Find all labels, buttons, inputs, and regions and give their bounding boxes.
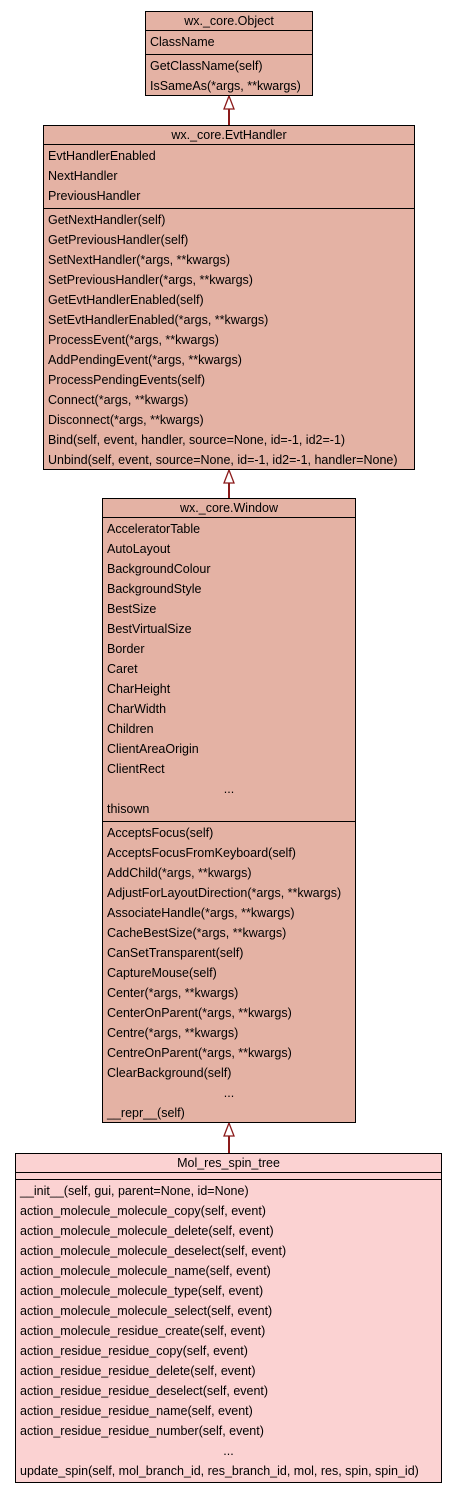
edge-tree-to-window (223, 1121, 235, 1153)
class-method: SetPreviousHandler(*args, **kwargs) (48, 273, 253, 287)
class-attribute: CharWidth (107, 702, 167, 716)
class-method: action_residue_residue_delete(self, even… (20, 1364, 256, 1378)
class-method: action_molecule_molecule_deselect(self, … (20, 1244, 287, 1258)
class-mol-res-spin-tree[interactable]: Mol_res_spin_tree __init__(self, gui, pa… (15, 1153, 442, 1483)
class-method: Connect(*args, **kwargs) (48, 393, 189, 407)
edge-window-to-evthandler (223, 468, 235, 498)
ellipsis: ... (223, 782, 235, 796)
class-attribute: BestVirtualSize (107, 622, 192, 636)
class-attribute: ClientAreaOrigin (107, 742, 199, 756)
class-method: SetEvtHandlerEnabled(*args, **kwargs) (48, 313, 269, 327)
class-method: __repr__(self) (107, 1106, 185, 1120)
class-method: ProcessEvent(*args, **kwargs) (48, 333, 219, 347)
class-title: Mol_res_spin_tree (16, 1154, 441, 1173)
class-attribute: ClassName (150, 35, 215, 49)
ellipsis: ... (223, 1086, 235, 1100)
class-methods: AcceptsFocus(self) AcceptsFocusFromKeyboa… (103, 822, 355, 1125)
class-attribute: NextHandler (48, 169, 118, 183)
class-method: AddPendingEvent(*args, **kwargs) (48, 353, 242, 367)
class-method: AssociateHandle(*args, **kwargs) (107, 906, 295, 920)
class-method: Unbind(self, event, source=None, id=-1, … (48, 453, 398, 467)
class-method: SetNextHandler(*args, **kwargs) (48, 253, 231, 267)
class-attribute: Border (107, 642, 145, 656)
class-methods: GetNextHandler(self) GetPreviousHandler(s… (44, 209, 414, 472)
class-method: update_spin(self, mol_branch_id, res_bra… (20, 1464, 419, 1478)
class-method: action_residue_residue_name(self, event) (20, 1404, 253, 1418)
class-attribute: CharHeight (107, 682, 171, 696)
class-method: CaptureMouse(self) (107, 966, 217, 980)
class-attribute: Children (107, 722, 154, 736)
class-method: GetClassName(self) (150, 59, 263, 73)
class-title: wx._core.EvtHandler (44, 126, 414, 145)
ellipsis: ... (223, 1444, 234, 1458)
class-object[interactable]: wx._core.Object ClassName GetClassName(s… (145, 11, 313, 96)
class-method: GetEvtHandlerEnabled(self) (48, 293, 204, 307)
class-method: AcceptsFocus(self) (107, 826, 214, 840)
class-method: AcceptsFocusFromKeyboard(self) (107, 846, 296, 860)
class-method: Centre(*args, **kwargs) (107, 1026, 239, 1040)
class-method: CanSetTransparent(self) (107, 946, 244, 960)
class-attribute: ClientRect (107, 762, 165, 776)
class-method: action_molecule_molecule_select(self, ev… (20, 1304, 273, 1318)
class-attribute: BackgroundStyle (107, 582, 202, 596)
class-title: wx._core.Window (103, 499, 355, 518)
class-method: CenterOnParent(*args, **kwargs) (107, 1006, 292, 1020)
class-method: ProcessPendingEvents(self) (48, 373, 206, 387)
class-method: GetPreviousHandler(self) (48, 233, 189, 247)
class-method: Disconnect(*args, **kwargs) (48, 413, 204, 427)
class-attribute: AutoLayout (107, 542, 171, 556)
class-method: action_molecule_molecule_type(self, even… (20, 1284, 264, 1298)
class-method: IsSameAs(*args, **kwargs) (150, 79, 301, 93)
class-title: wx._core.Object (146, 12, 312, 31)
edge-evthandler-to-object (223, 94, 235, 125)
class-method: action_molecule_molecule_delete(self, ev… (20, 1224, 274, 1238)
class-attribute: AcceleratorTable (107, 522, 201, 536)
class-attribute: PreviousHandler (48, 189, 141, 203)
class-attribute: Caret (107, 662, 138, 676)
class-attribute: BestSize (107, 602, 157, 616)
class-methods: __init__(self, gui, parent=None, id=None… (16, 1180, 441, 1483)
class-method: AdjustForLayoutDirection(*args, **kwargs… (107, 886, 342, 900)
class-attribute: EvtHandlerEnabled (48, 149, 156, 163)
class-attribute: BackgroundColour (107, 562, 211, 576)
class-method: CacheBestSize(*args, **kwargs) (107, 926, 287, 940)
class-method: Bind(self, event, handler, source=None, … (48, 433, 346, 447)
class-method: __init__(self, gui, parent=None, id=None… (20, 1184, 249, 1198)
class-method: GetNextHandler(self) (48, 213, 166, 227)
class-method: CentreOnParent(*args, **kwargs) (107, 1046, 292, 1060)
class-method: action_residue_residue_deselect(self, ev… (20, 1384, 269, 1398)
class-attributes (16, 1173, 441, 1180)
class-attributes: ClassName (146, 31, 312, 55)
class-method: ClearBackground(self) (107, 1066, 232, 1080)
class-method: Center(*args, **kwargs) (107, 986, 239, 1000)
class-method: action_molecule_residue_create(self, eve… (20, 1324, 266, 1338)
class-method: action_molecule_molecule_copy(self, even… (20, 1204, 266, 1218)
class-methods: GetClassName(self) IsSameAs(*args, **kwar… (146, 55, 312, 98)
class-method: AddChild(*args, **kwargs) (107, 866, 252, 880)
class-attribute: thisown (107, 802, 150, 816)
class-method: action_residue_residue_copy(self, event) (20, 1344, 248, 1358)
class-method: action_residue_residue_number(self, even… (20, 1424, 264, 1438)
class-method: action_molecule_molecule_name(self, even… (20, 1264, 271, 1278)
